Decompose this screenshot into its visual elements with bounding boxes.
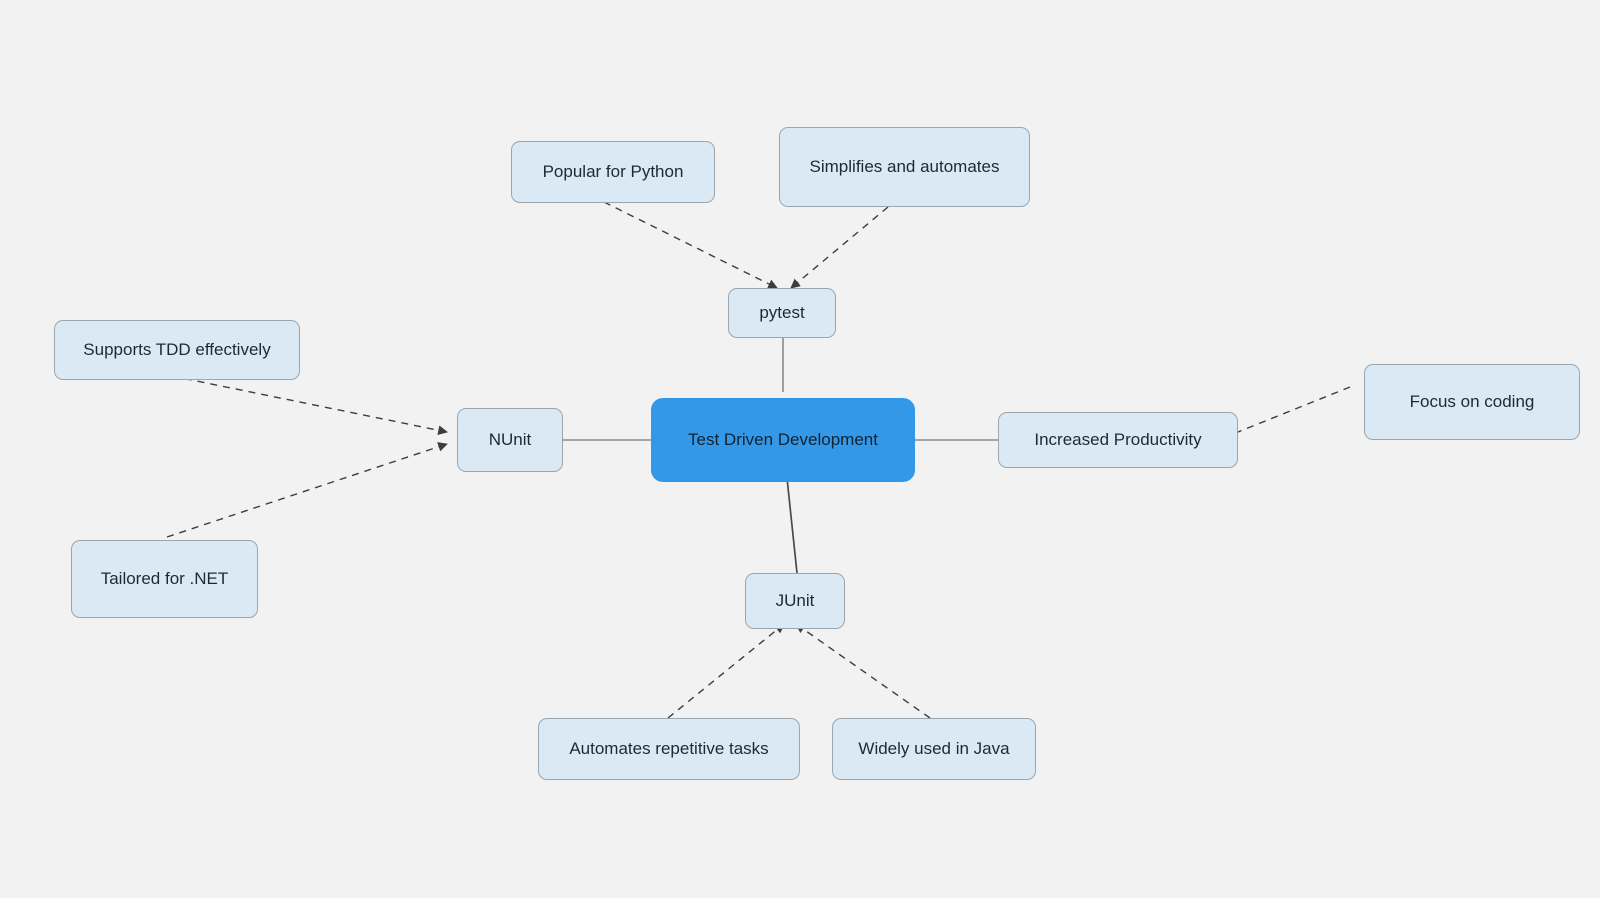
node-supports-tdd-effectively[interactable]: Supports TDD effectively <box>54 320 300 380</box>
node-label: Widely used in Java <box>858 738 1010 758</box>
node-label: Focus on coding <box>1409 391 1535 411</box>
node-label: Popular for Python <box>542 161 684 181</box>
node-label: JUnit <box>775 590 815 610</box>
node-widely-used-in-java[interactable]: Widely used in Java <box>832 718 1036 780</box>
node-simplifies-and-automates[interactable]: Simplifies and automates <box>779 127 1030 207</box>
node-label: Automates repetitive tasks <box>569 738 769 758</box>
node-label: NUnit <box>488 429 532 449</box>
node-tailored-for-net[interactable]: Tailored for .NET <box>71 540 258 618</box>
node-increased-productivity[interactable]: Increased Productivity <box>998 412 1238 468</box>
node-focus-on-coding[interactable]: Focus on coding <box>1364 364 1580 440</box>
node-label: Increased Productivity <box>1034 429 1202 449</box>
edge-simplifies-and-automates-pytest <box>790 206 889 289</box>
node-automates-repetitive-tasks[interactable]: Automates repetitive tasks <box>538 718 800 780</box>
node-label: Supports TDD effectively <box>83 339 271 359</box>
edge-widely-used-in-java-junit <box>795 623 931 719</box>
edge-supports-tdd-effectively-nunit <box>171 375 448 436</box>
node-label: Tailored for .NET <box>100 568 229 588</box>
edge-tailored-for-net-nunit <box>166 442 448 538</box>
node-nunit[interactable]: NUnit <box>457 408 563 472</box>
node-test-driven-development[interactable]: Test Driven Development <box>651 398 915 482</box>
node-label: pytest <box>759 302 805 322</box>
node-junit[interactable]: JUnit <box>745 573 845 629</box>
edge-popular-for-python-pytest <box>603 201 778 289</box>
edge-root-junit <box>786 477 798 574</box>
edge-focus-on-coding-increased-productivity <box>1227 386 1351 438</box>
node-popular-for-python[interactable]: Popular for Python <box>511 141 715 203</box>
node-pytest[interactable]: pytest <box>728 288 836 338</box>
node-label: Simplifies and automates <box>809 156 1000 176</box>
node-label: Test Driven Development <box>688 429 878 449</box>
edge-automates-repetitive-tasks-junit <box>667 623 785 719</box>
